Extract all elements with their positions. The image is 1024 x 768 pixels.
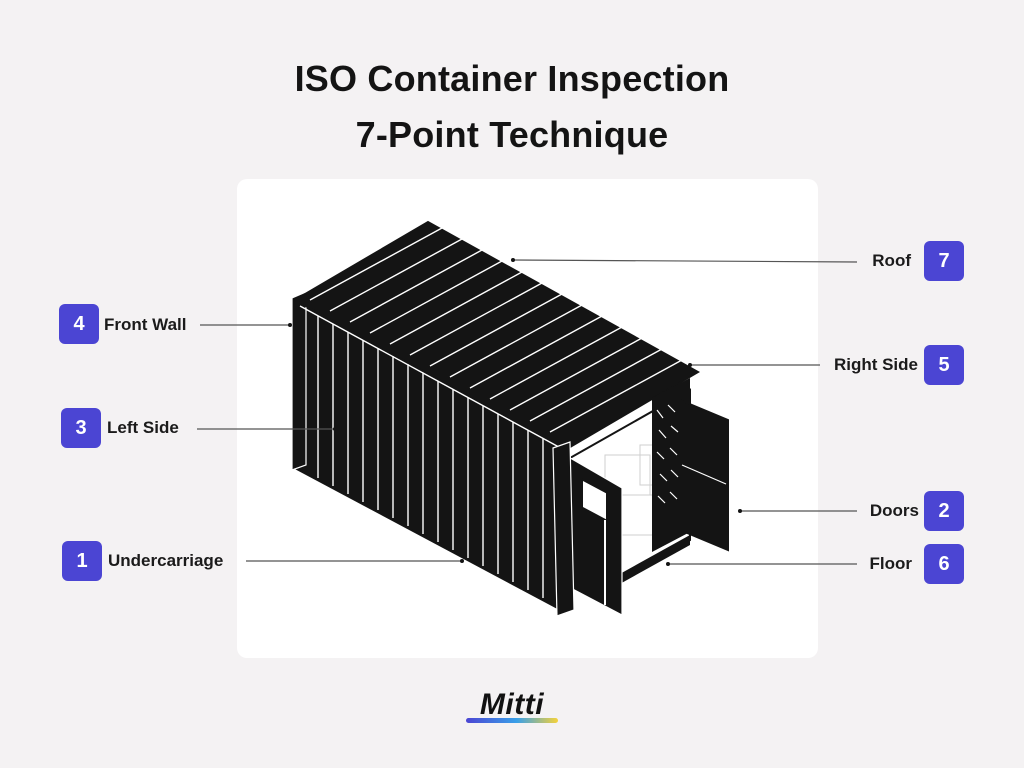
badge-floor: 6: [924, 544, 964, 584]
page-title-line-1: ISO Container Inspection: [294, 58, 730, 99]
left-side-corrugations: [317, 316, 544, 598]
leader-lines: [197, 259, 858, 565]
label-right-side: Right Side: [833, 355, 918, 374]
label-doors: Doors: [869, 501, 919, 520]
page-title-line-2: 7-Point Technique: [355, 114, 669, 155]
brand-underline: [466, 718, 558, 723]
brand-name: Mitti: [479, 688, 545, 721]
badge-doors: 2: [924, 491, 964, 531]
front-corner-post: [291, 291, 307, 471]
roof-corrugations: [299, 227, 683, 453]
label-left-side: Left Side: [107, 418, 179, 437]
badge-left-side: 3: [61, 408, 101, 448]
leader-dots: [288, 258, 742, 566]
container-roof: [292, 220, 701, 452]
label-floor: Floor: [869, 554, 913, 573]
label-roof: Roof: [872, 251, 911, 270]
badge-roof: 7: [924, 241, 964, 281]
brand-logo: Mitti: [0, 688, 1024, 722]
label-undercarriage: Undercarriage: [108, 551, 224, 570]
door-placard: [581, 477, 608, 523]
right-side-texture: [656, 404, 679, 504]
badge-right-side: 5: [924, 345, 964, 385]
badge-front-wall: 4: [59, 304, 99, 344]
label-front-wall: Front Wall: [104, 315, 187, 334]
back-corner-post: [552, 441, 575, 617]
badge-undercarriage: 1: [62, 541, 102, 581]
